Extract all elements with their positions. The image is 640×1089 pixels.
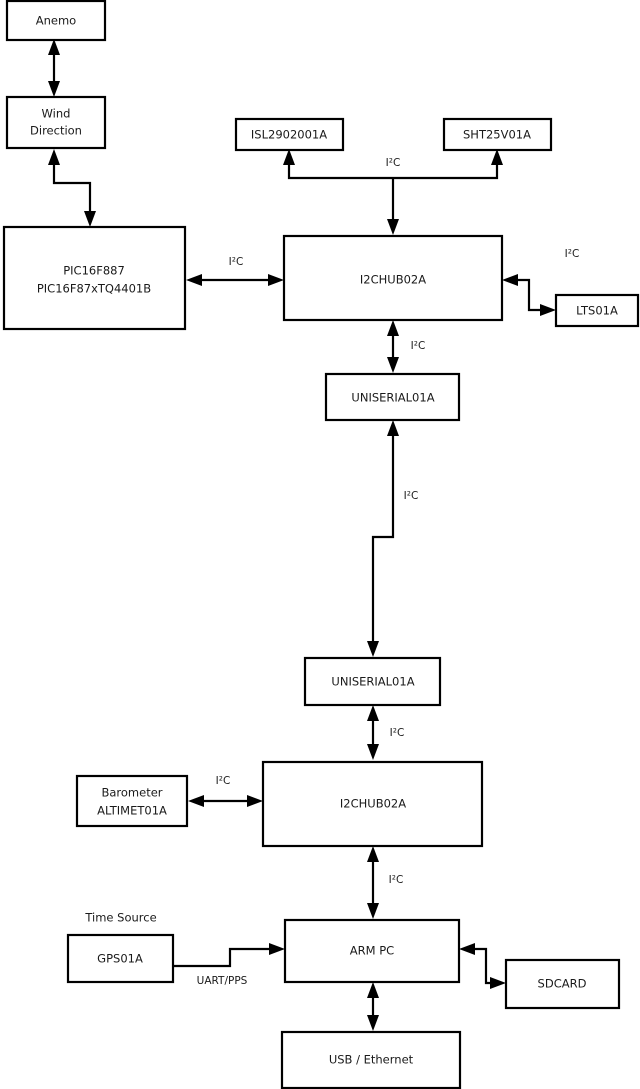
arrow-down-icon bbox=[387, 219, 399, 235]
node-anemo[interactable]: Anemo bbox=[5, 0, 107, 42]
arrow-down-icon bbox=[367, 1015, 379, 1031]
node-pic16f887[interactable]: PIC16F887 PIC16F87xTQ4401B bbox=[2, 225, 187, 331]
arrow-right-icon bbox=[268, 274, 284, 286]
arrow-up-icon bbox=[48, 39, 60, 55]
node-sdcard[interactable]: SDCARD bbox=[504, 958, 621, 1010]
node-label-barometer-line2: ALTIMET01A bbox=[97, 804, 167, 818]
arrow-up-icon bbox=[367, 846, 379, 862]
arrow-right-icon bbox=[247, 795, 263, 807]
connector-anemo-wind bbox=[48, 39, 60, 97]
arrow-left-icon bbox=[186, 274, 202, 286]
node-label-pic-line1: PIC16F887 bbox=[63, 264, 125, 278]
node-label-wind-direction-line2: Direction bbox=[30, 124, 82, 138]
edge-label-gps-armpc: UART/PPS bbox=[197, 975, 248, 987]
node-label-sht25v01a: SHT25V01A bbox=[463, 128, 531, 142]
node-uniserial01a-top[interactable]: UNISERIAL01A bbox=[324, 372, 461, 422]
connector-wind-pic bbox=[48, 149, 96, 227]
connector-gps-armpc: UART/PPS bbox=[173, 943, 285, 987]
node-label-i2chub02a-bottom: I2CHUB02A bbox=[340, 797, 406, 811]
arrow-up-icon bbox=[367, 982, 379, 998]
node-label-isl2902001a: ISL2902001A bbox=[251, 128, 327, 142]
connector-armpc-usb bbox=[367, 982, 379, 1031]
arrow-up-icon bbox=[367, 705, 379, 721]
node-label-pic-line2: PIC16F87xTQ4401B bbox=[37, 282, 151, 296]
connector-hub-armpc: I²C bbox=[367, 846, 403, 919]
edge-label-isl-sht-bus: I²C bbox=[386, 157, 401, 169]
arrow-down-icon bbox=[387, 357, 399, 373]
edge-label-barometer-hub: I²C bbox=[216, 775, 231, 787]
node-label-gps01a: GPS01A bbox=[97, 952, 143, 966]
arrow-left-icon bbox=[502, 274, 518, 286]
node-label-i2chub02a-top: I2CHUB02A bbox=[360, 273, 426, 287]
arrow-right-icon bbox=[540, 304, 556, 316]
node-label-uniserial01a-bottom: UNISERIAL01A bbox=[331, 675, 414, 689]
arrow-right-icon bbox=[269, 943, 285, 955]
node-i2chub02a-bottom[interactable]: I2CHUB02A bbox=[261, 760, 484, 848]
arrow-left-icon bbox=[188, 795, 204, 807]
arrow-up-icon bbox=[387, 320, 399, 336]
node-label-lts01a: LTS01A bbox=[576, 304, 618, 318]
edge-label-hub-uniserial: I²C bbox=[411, 340, 426, 352]
connector-hub-uniserial-top: I²C bbox=[387, 320, 425, 373]
arrow-down-icon bbox=[84, 211, 96, 227]
arrow-right-icon bbox=[490, 977, 506, 989]
connector-pic-hub: I²C bbox=[186, 256, 284, 286]
node-label-arm-pc: ARM PC bbox=[350, 944, 394, 958]
arrow-down-icon bbox=[367, 744, 379, 760]
arrow-left-icon bbox=[459, 943, 475, 955]
node-label-uniserial01a-top: UNISERIAL01A bbox=[351, 391, 434, 405]
arrow-down-icon bbox=[48, 81, 60, 97]
node-label-sdcard: SDCARD bbox=[538, 977, 587, 991]
node-i2chub02a-top[interactable]: I2CHUB02A bbox=[282, 234, 504, 322]
arrow-up-icon bbox=[387, 420, 399, 436]
connector-uniserial-hub-bot: I²C bbox=[367, 705, 404, 760]
node-uniserial01a-bottom[interactable]: UNISERIAL01A bbox=[303, 656, 442, 707]
arrow-up-icon bbox=[491, 149, 503, 165]
node-usb-ethernet[interactable]: USB / Ethernet bbox=[280, 1030, 462, 1089]
arrow-down-icon bbox=[367, 903, 379, 919]
node-label-wind-direction-line1: Wind bbox=[42, 107, 71, 121]
node-wind-direction[interactable]: Wind Direction bbox=[5, 95, 107, 150]
arrow-up-icon bbox=[48, 149, 60, 165]
node-arm-pc[interactable]: ARM PC bbox=[283, 918, 461, 984]
node-sht25v01a[interactable]: SHT25V01A bbox=[442, 117, 553, 152]
arrow-down-icon bbox=[367, 641, 379, 657]
edge-label-hub-armpc: I²C bbox=[389, 874, 404, 886]
edge-label-uniserial-link: I²C bbox=[404, 490, 419, 502]
edge-label-pic-hub: I²C bbox=[229, 256, 244, 268]
node-lts01a[interactable]: LTS01A bbox=[554, 293, 640, 328]
connector-hub-lts: I²C bbox=[502, 248, 579, 316]
node-barometer-altimet01a[interactable]: Barometer ALTIMET01A bbox=[75, 774, 189, 828]
node-gps01a[interactable]: GPS01A bbox=[66, 933, 175, 984]
node-label-anemo: Anemo bbox=[36, 14, 76, 28]
connector-barometer-hub: I²C bbox=[188, 775, 263, 807]
edge-label-uniserial-hub-bot: I²C bbox=[390, 727, 405, 739]
node-label-usb-ethernet: USB / Ethernet bbox=[329, 1053, 414, 1067]
connector-armpc-sdcard bbox=[459, 943, 506, 989]
node-isl2902001a[interactable]: ISL2902001A bbox=[234, 117, 345, 152]
connector-hub-isl-sht: I²C bbox=[283, 149, 503, 235]
edge-label-hub-lts: I²C bbox=[565, 248, 580, 260]
node-label-barometer-line1: Barometer bbox=[101, 786, 162, 800]
connector-uniserial-link: I²C bbox=[367, 420, 418, 657]
arrow-up-icon bbox=[283, 149, 295, 165]
label-time-source: Time Source bbox=[84, 911, 156, 925]
